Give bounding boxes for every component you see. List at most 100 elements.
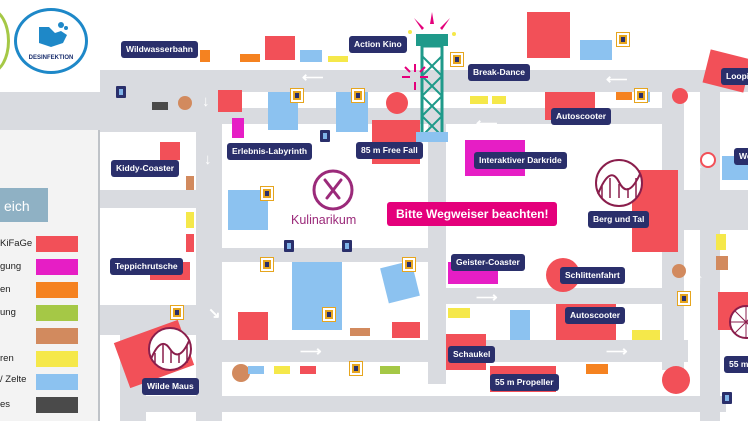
stall-yellow-7 [448,308,470,318]
arrow-left-icon: ⟵ [606,71,628,88]
info-point-icon [284,240,294,252]
label-wildwasserbahn[interactable]: Wildwasserbahn [121,41,198,58]
toilet-icon [351,88,365,103]
stall-yellow-6 [716,234,726,250]
stall-orange-1 [616,92,632,100]
label-break-dance[interactable]: Break-Dance [468,64,530,81]
toilet-icon [260,257,274,272]
label-schaukel[interactable]: Schaukel [448,346,496,363]
info-point-icon [320,130,330,142]
stall-red-3 [300,366,316,374]
disinfection-label: DESINFEKTION [28,55,74,61]
walkway-inner-vertical [428,124,446,384]
block-circle-5 [232,364,250,382]
toilet-icon [322,307,336,322]
arrow-right-icon: ⟶ [300,343,322,360]
arrow-left-icon: ⟵ [302,69,324,86]
arrow-left-icon: ⟵ [476,115,498,132]
block-red-bottom-center [238,312,268,340]
arrow-down-icon: ↘ [208,305,221,322]
toilet-icon [677,291,691,306]
legend-title-text: eich [4,198,30,214]
block-grey-small [152,102,168,110]
block-red-bottom-mid [392,322,420,338]
arrow-up-icon: ↑ [696,271,704,288]
block-blue-top-right [580,40,612,60]
food-area-label: Kulinarikum [291,213,357,227]
legend-item-label: gung [0,261,22,272]
block-circle-2 [386,92,408,114]
legend-swatch [36,282,78,298]
stall-yellow-5 [186,212,194,228]
legend-swatch [36,351,78,367]
toilet-icon [634,88,648,103]
stall-orange-3 [350,328,370,336]
block-yellow-top [328,56,348,62]
block-magenta-left [232,118,244,138]
stall-orange-2 [186,176,194,190]
legend-item-label: KiFaGe [0,238,33,249]
label-free-fall[interactable]: 85 m Free Fall [356,142,423,159]
label-kiddy-coaster[interactable]: Kiddy-Coaster [111,160,180,177]
map-legend: eich KiFaGe gung en ung ren / Zelte [0,130,100,421]
block-circle-4 [662,366,690,394]
label-action-kino[interactable]: Action Kino [349,36,407,53]
block-red-top [527,12,570,58]
block-red-kiddy [160,142,180,160]
label-teppichrutsche[interactable]: Teppichrutsche [110,258,183,275]
label-darkride[interactable]: Interaktiver Darkride [474,152,567,169]
stall-yellow-3 [586,364,608,374]
hand-washing-icon [39,22,68,47]
label-wilde-maus[interactable]: Wilde Maus [142,378,199,395]
label-geister-coaster[interactable]: Geister-Coaster [451,254,525,271]
stall-red-2 [716,256,728,270]
stall-blue-2 [248,366,264,374]
legend-item-label: ren [0,353,14,364]
stall-yellow-1 [470,96,488,104]
ferris-wheel-icon [729,305,748,339]
toilet-icon [402,257,416,272]
walkway-center [222,248,432,262]
label-looping[interactable]: Loopi [721,68,748,85]
legend-item-label: es [0,399,11,410]
info-point-icon [722,392,732,404]
block-circle-6 [700,152,716,168]
block-circle-8 [672,88,688,104]
stall-yellow-8 [274,366,290,374]
walkway-upper-left [0,92,200,132]
block-circle-1 [178,96,192,110]
label-schlittenfahrt[interactable]: Schlittenfahrt [560,267,625,284]
legend-item-label: ung [0,307,16,318]
badge-left-partial [0,8,10,74]
label-fifty-five[interactable]: 55 m [724,356,748,373]
walkway-top [100,70,748,92]
legend-swatch [36,328,78,344]
info-point-icon [342,240,352,252]
firework-left-icon [402,64,428,90]
legend-swatch [36,374,78,390]
label-we[interactable]: We [734,148,748,165]
stall-red-1 [186,234,194,252]
arrow-right-icon: ⟶ [476,289,498,306]
stall-yellow-4 [632,330,660,340]
stall-orange-4 [200,50,210,62]
free-fall-tower-icon [408,12,456,142]
toilet-icon [260,186,274,201]
label-autoscooter-bottom[interactable]: Autoscooter [565,307,626,324]
label-erlebnis-labyrinth[interactable]: Erlebnis-Labyrinth [227,143,313,160]
walkway-mid-left [100,190,210,208]
label-berg-und-tal[interactable]: Berg und Tal [588,211,650,228]
legend-item-label: en [0,284,11,295]
arrow-down-icon: ↓ [204,151,212,168]
food-court-icon [312,169,354,211]
walkway-right-middle [446,288,666,304]
roller-coaster-icon [148,327,192,371]
legend-item-label: / Zelte [0,374,27,385]
walkway-left-vertical [196,70,222,421]
legend-swatch [36,236,78,252]
wayfinding-notice: Bitte Wegweiser beachten! [387,202,558,226]
block-red-left [218,90,242,112]
label-autoscooter-top[interactable]: Autoscooter [551,108,612,125]
label-propeller[interactable]: 55 m Propeller [490,374,559,391]
block-red-top-small [265,36,295,60]
